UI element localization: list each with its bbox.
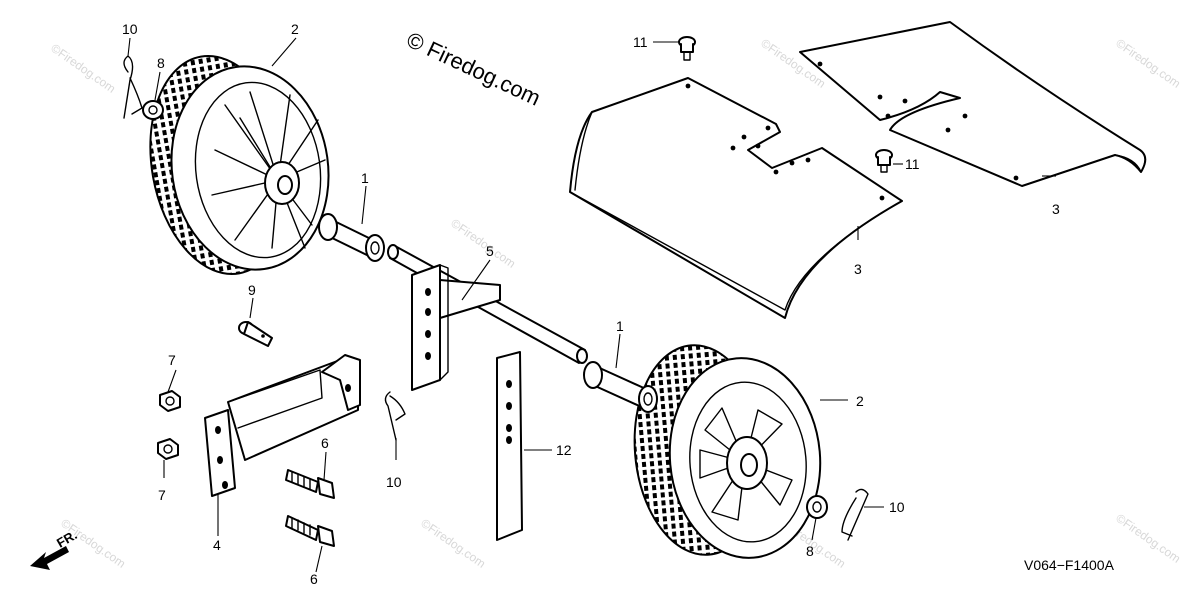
callout-4: 4	[213, 537, 221, 553]
callout-11: 11	[633, 34, 648, 50]
front-direction-arrow: FR.	[30, 527, 80, 570]
bolt-6-lower	[285, 515, 335, 547]
bolt-11-lower	[875, 149, 893, 173]
leader-lines	[127, 37, 1056, 573]
nut-7-lower	[157, 438, 179, 460]
axle-assembly	[387, 244, 588, 391]
collar-left	[318, 213, 385, 262]
callout-labels: 10 2 8 1 11 11 3 3 5 9 7 7 1 2 6 10 12 4…	[122, 21, 1060, 587]
callout-8: 8	[806, 543, 814, 559]
callout-7: 7	[168, 352, 176, 368]
callout-2: 2	[291, 21, 299, 37]
callout-10: 10	[889, 499, 905, 515]
watermark: ©Firedog.com	[1113, 511, 1183, 566]
washer-8-right	[806, 495, 828, 519]
hair-clip-10-left	[123, 55, 143, 119]
watermark: ©Firedog.com	[48, 41, 118, 96]
callout-6: 6	[321, 435, 329, 451]
adjuster-bar-12	[496, 351, 523, 541]
rear-flap-lower	[569, 77, 903, 319]
wheel-left	[149, 55, 330, 275]
watermark: ©Firedog.com	[1113, 36, 1183, 91]
nut-7-upper	[159, 390, 181, 412]
washer-8-left	[142, 100, 164, 120]
bracket-4	[204, 354, 361, 497]
watermark: ©Firedog.com	[448, 216, 518, 271]
callout-11: 11	[905, 156, 920, 172]
callout-8: 8	[157, 55, 165, 71]
callout-9: 9	[248, 282, 256, 298]
callout-12: 12	[556, 442, 572, 458]
wheel-right	[633, 344, 822, 559]
callout-3: 3	[1052, 201, 1060, 217]
hair-clip-10-right	[841, 488, 869, 541]
callout-10: 10	[386, 474, 402, 490]
callout-5: 5	[486, 243, 494, 259]
collar-right	[583, 361, 658, 413]
drawing-code: V064−F1400A	[1024, 557, 1115, 573]
bolt-6-upper	[285, 469, 335, 499]
firedog-logo: © Firedog.com	[403, 27, 545, 111]
watermark: ©Firedog.com	[418, 516, 488, 571]
rear-flap-upper	[799, 21, 1147, 187]
pin-9	[238, 321, 273, 347]
hair-clip-10-center	[384, 391, 406, 441]
callout-3: 3	[854, 261, 862, 277]
callout-6: 6	[310, 571, 318, 587]
callout-2: 2	[856, 393, 864, 409]
callout-1: 1	[616, 318, 624, 334]
callout-1: 1	[361, 170, 369, 186]
bolt-11-upper	[678, 36, 696, 61]
callout-7: 7	[158, 487, 166, 503]
callout-10: 10	[122, 21, 138, 37]
